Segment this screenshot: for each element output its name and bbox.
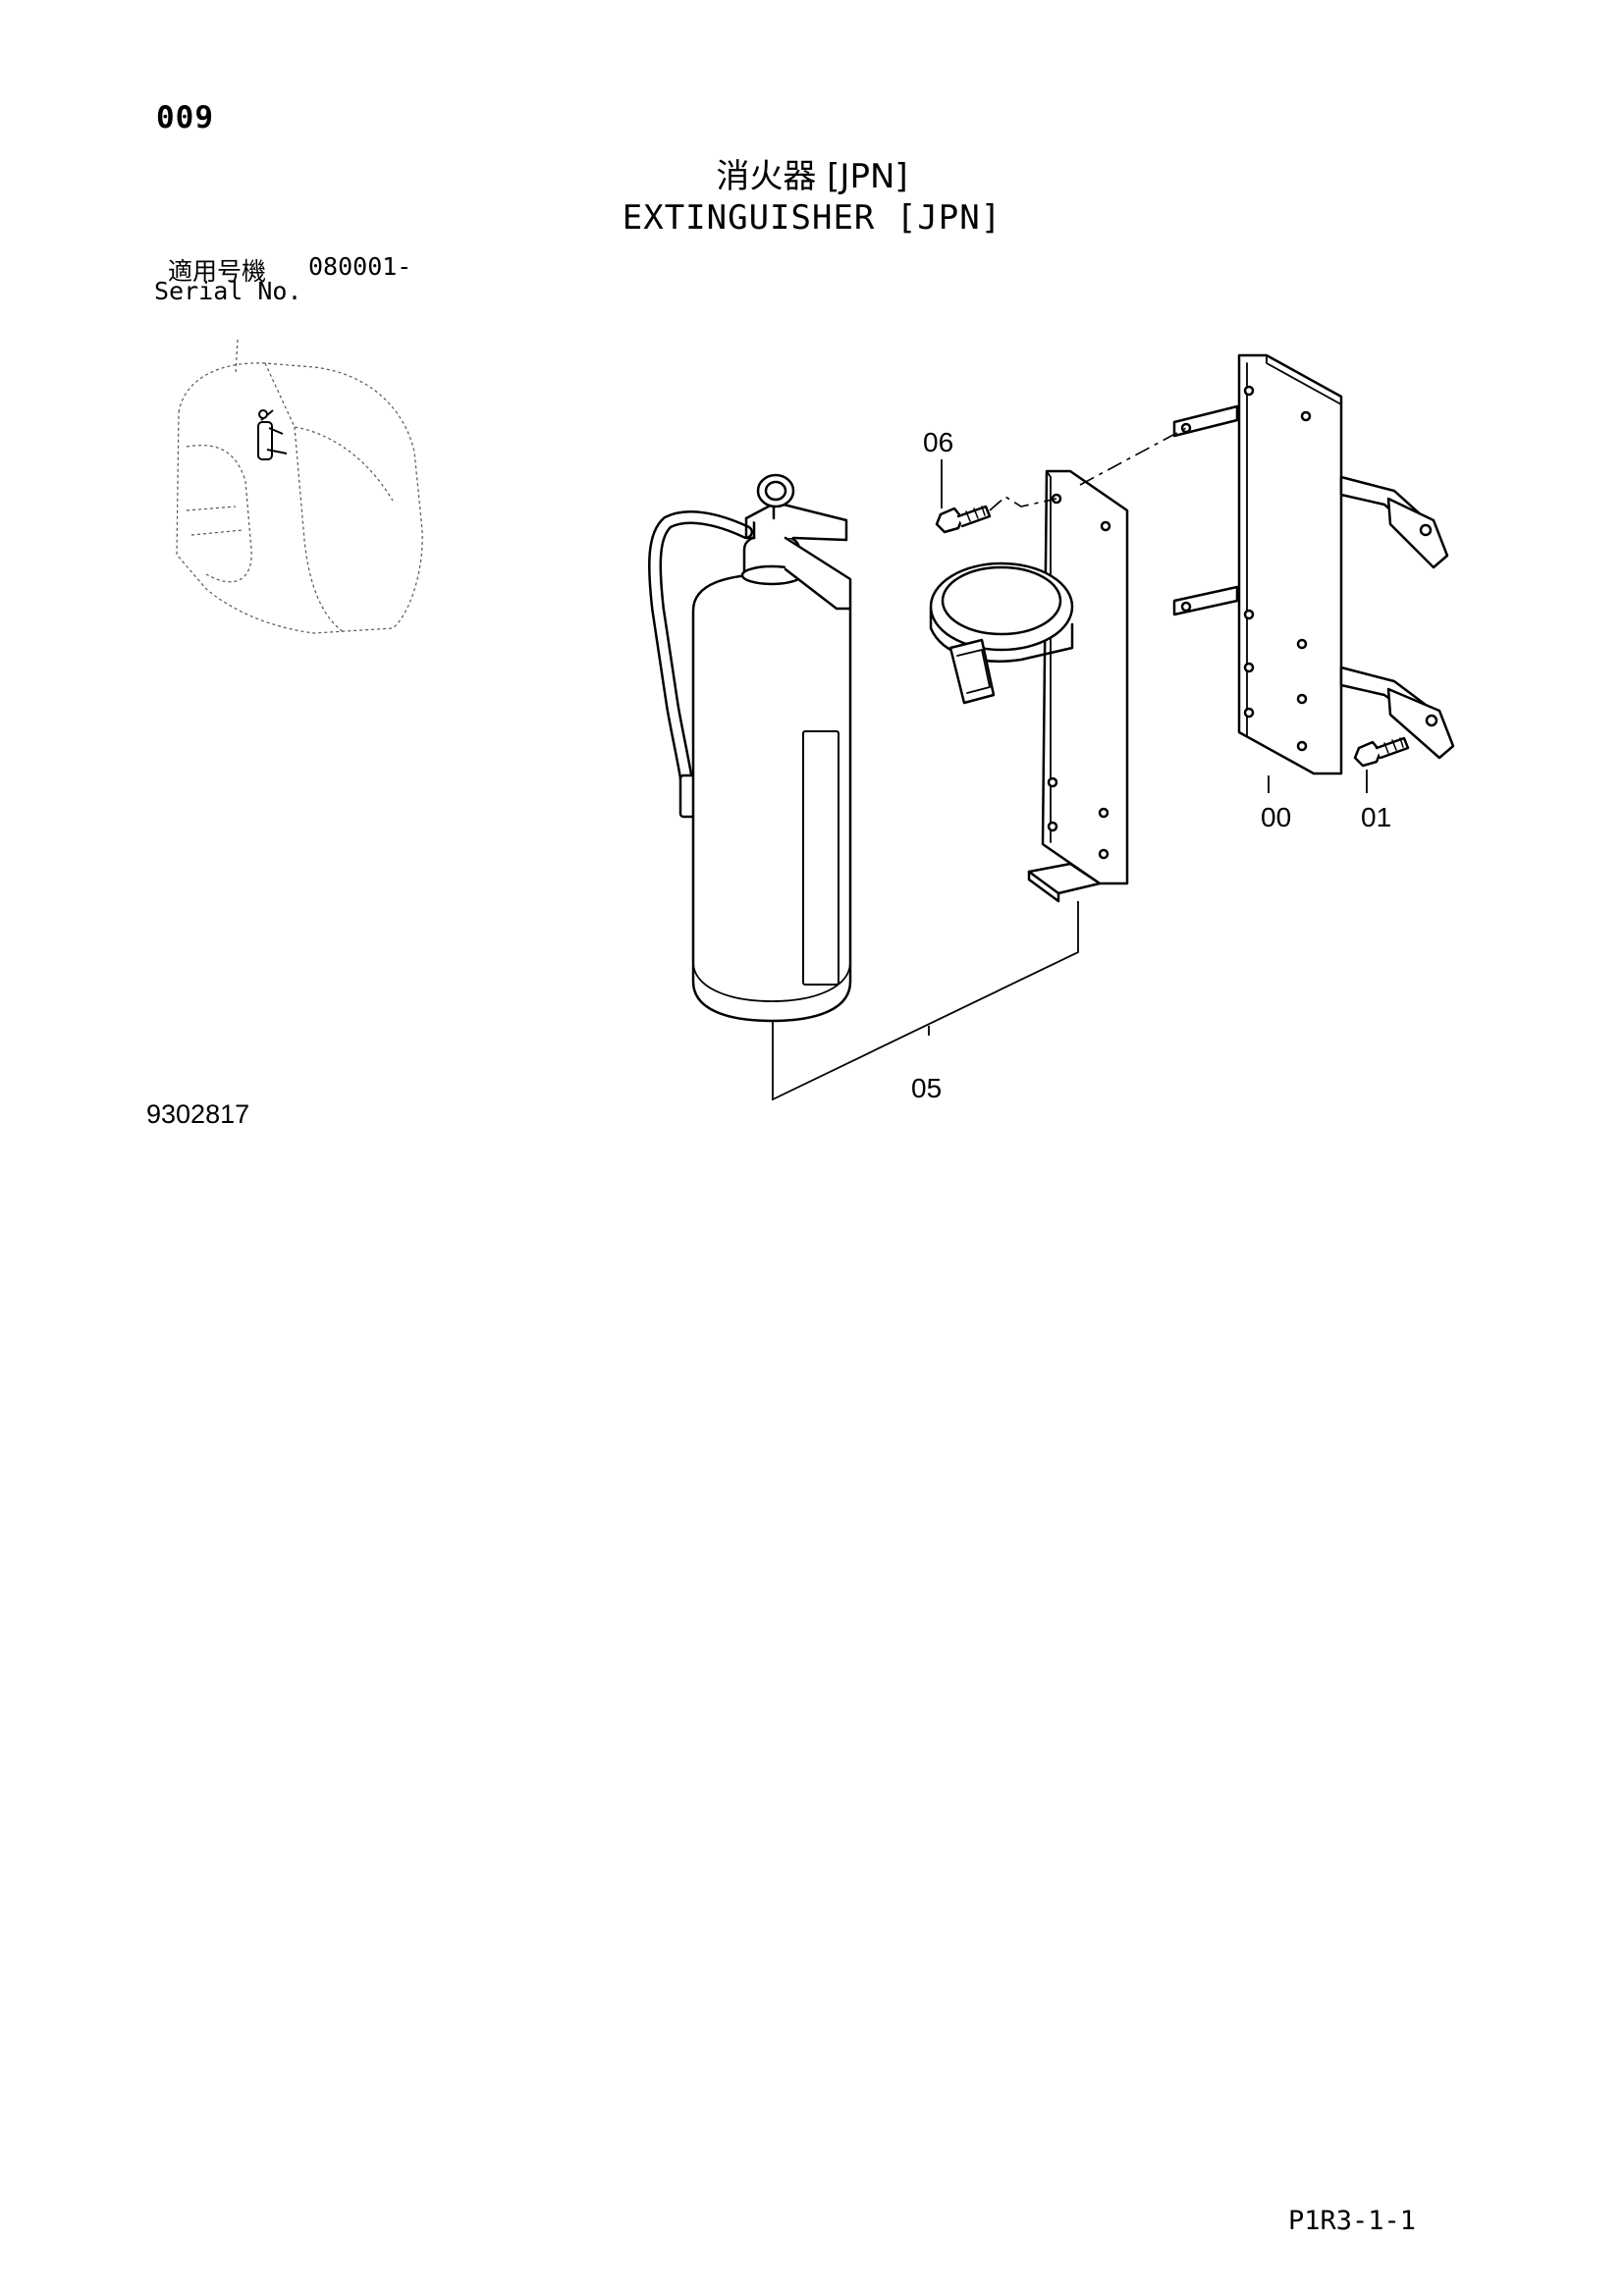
cylinder-bottom-seam [692, 961, 851, 1002]
holder-back-plate [1041, 469, 1129, 885]
mount-bracket-plate [1237, 353, 1343, 775]
holder-foot-shelf [1027, 862, 1102, 895]
holder-hole-low-right [1098, 848, 1110, 860]
valve-lever-top [744, 501, 848, 542]
holder-hole-mid-left [1047, 776, 1058, 788]
bolt-01-shank [1375, 736, 1410, 760]
mount-hole-2 [1300, 410, 1312, 422]
mount-bracket-top-edge [1266, 354, 1342, 405]
valve-lever-handle [784, 536, 852, 611]
arm-hole-upper [1419, 523, 1433, 537]
holder-hole-mid-right [1098, 807, 1110, 819]
mount-hole-6 [1296, 693, 1308, 705]
holder-hole-low-left [1047, 821, 1058, 832]
callout-00: 00 [1261, 802, 1291, 832]
holder-hole-top-right [1100, 520, 1111, 532]
bolt-01-head [1353, 740, 1382, 768]
mount-hole-1 [1243, 385, 1255, 397]
page-number: 009 [156, 100, 214, 135]
exploded-parts-diagram: 06 00 01 05 [648, 353, 1455, 1103]
valve-edge [744, 516, 756, 540]
callout-01: 01 [1361, 802, 1391, 832]
mount-hole-5 [1243, 662, 1255, 673]
holder-foot-edge [1027, 870, 1060, 903]
sheet-reference: P1R3-1-1 [1288, 2206, 1417, 2236]
arm-hole-lower [1425, 714, 1438, 727]
tab-hole-lower-left [1180, 601, 1192, 613]
serial-range: 080001- [308, 252, 412, 281]
holder-plate-edge [1046, 470, 1052, 843]
mount-hole-3 [1243, 609, 1255, 620]
mount-hole-7 [1243, 707, 1255, 719]
mount-hole-4 [1296, 638, 1308, 650]
buckle-latch [956, 649, 991, 694]
thumb-pillar-line [294, 426, 345, 633]
thumb-extinguisher-head [258, 409, 268, 419]
bolt-01-thread [1383, 737, 1404, 754]
page-title-english: EXTINGUISHER [JPN] [622, 198, 1002, 238]
holder-band-inner [941, 565, 1062, 636]
bolt-06-shank [956, 505, 992, 528]
thumb-roof-line [264, 362, 394, 502]
tab-hole-upper-left [1180, 422, 1192, 434]
assembly-line-holder-to-bracket [1079, 427, 1187, 486]
thumb-cab-outline [176, 362, 423, 634]
pull-ring-inner [764, 480, 787, 502]
extinguisher-hose-fill [650, 512, 751, 810]
thumb-panel-lines [186, 506, 244, 536]
leader-05-bracket [772, 901, 1079, 1101]
thumb-door-outline [186, 445, 252, 583]
locator-thumbnail [176, 339, 423, 634]
callout-06: 06 [923, 427, 953, 457]
mount-bracket-flange [1238, 354, 1248, 737]
drawing-number: 9302817 [146, 1099, 250, 1129]
serial-label-japanese: 適用号機 [168, 257, 267, 286]
bolt-06-head [935, 507, 964, 534]
arm-strap-upper [1386, 497, 1449, 569]
callout-05: 05 [911, 1073, 942, 1103]
page-title-japanese: 消火器 [JPN] [716, 157, 908, 196]
arm-strap-lower [1386, 687, 1455, 760]
bolt-06-thread [965, 506, 986, 522]
assembly-line-bolt-to-holder [989, 496, 1057, 511]
serial-label-english: Serial No. [154, 277, 302, 305]
cylinder-label-panel [802, 730, 839, 986]
mount-hole-8 [1296, 740, 1308, 752]
